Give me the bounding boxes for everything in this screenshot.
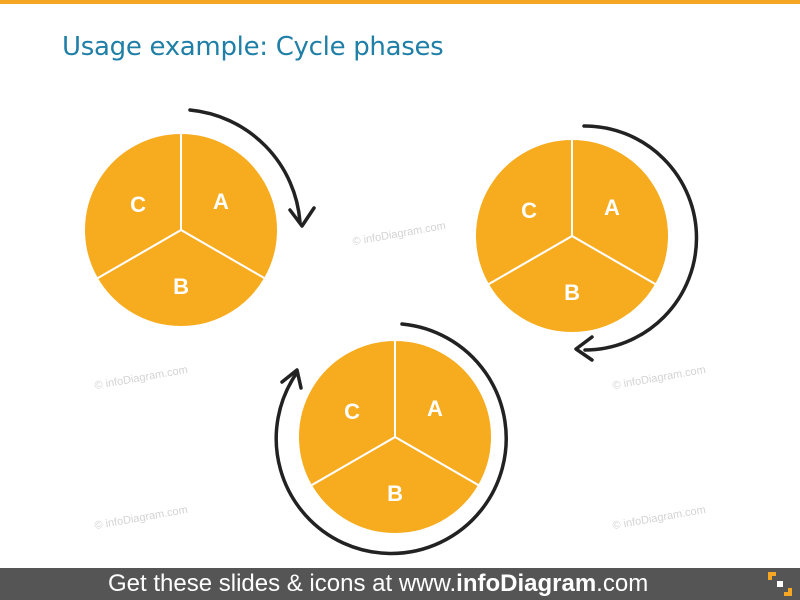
segment-b [95, 228, 267, 328]
cycle-arrow [188, 108, 302, 224]
footer-link[interactable]: Get these slides & icons at www.infoDiag… [108, 568, 648, 600]
footer-brand: infoDiagram [456, 570, 597, 597]
pie-chart: A B C [474, 137, 670, 334]
infodiagram-logo-icon [768, 572, 792, 596]
footer-suffix: .com [596, 570, 649, 597]
label-b: B [387, 481, 403, 506]
label-c: C [344, 399, 360, 424]
cycle-arrowhead [574, 335, 594, 362]
label-c: C [130, 192, 146, 217]
segment-c [474, 137, 573, 286]
label-c: C [521, 198, 537, 223]
cycle-arrow [274, 322, 508, 556]
footer-bar: Get these slides & icons at www.infoDiag… [0, 568, 800, 600]
segment-a [394, 338, 493, 487]
segment-a [571, 137, 670, 286]
pie-chart: A B C [83, 131, 279, 328]
footer-prefix: Get these slides & icons at www. [108, 570, 457, 597]
cycle-1: A B C [83, 108, 316, 328]
pie-chart: A B C [297, 338, 493, 535]
cycle-arrowhead [288, 206, 316, 228]
page-title: Usage example: Cycle phases [62, 32, 444, 62]
segment-b [486, 234, 658, 334]
top-accent-bar [0, 0, 800, 4]
label-a: A [604, 195, 620, 220]
cycle-3: A B C [274, 322, 508, 556]
label-a: A [213, 189, 229, 214]
segment-b [309, 435, 481, 535]
label-b: B [564, 280, 580, 305]
cycle-arrow [582, 124, 699, 352]
cycle-2: A B C [474, 124, 699, 362]
label-b: B [173, 274, 189, 299]
segment-a [180, 131, 279, 280]
segment-c [297, 338, 396, 487]
cycle-arrowhead [280, 368, 303, 390]
label-a: A [427, 396, 443, 421]
segment-c [83, 131, 182, 280]
